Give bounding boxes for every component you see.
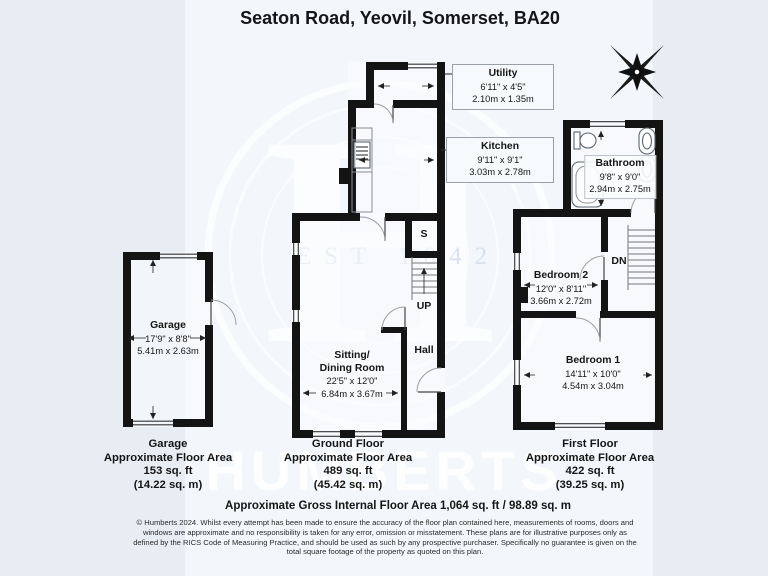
- utility-door: [373, 103, 394, 124]
- garage-area-summary: Garage Approximate Floor Area 153 sq. ft…: [103, 438, 233, 491]
- sitting-room-door: [381, 306, 406, 331]
- bedroom1-door: [575, 317, 601, 343]
- garage-dimension-arrows: [128, 260, 206, 419]
- stairs-down-label: DN: [611, 255, 627, 267]
- gross-internal-area: Approximate Gross Internal Floor Area 1,…: [225, 500, 571, 512]
- first-floor-area-summary: First Floor Approximate Floor Area 422 s…: [525, 438, 655, 491]
- stairs-up: [411, 257, 437, 300]
- compass-icon: [610, 45, 664, 99]
- garage-plan: [123, 252, 237, 427]
- stairs-down: [627, 225, 655, 290]
- disclaimer-text: © Humberts 2024. Whilst every attempt ha…: [133, 518, 637, 557]
- utility-label: Utility 6'11" x 4'5" 2.10m x 1.35m: [452, 64, 554, 110]
- kitchen-counter: [351, 127, 373, 213]
- hall-label: Hall: [414, 344, 434, 356]
- bathroom-label: Bathroom 9'8" x 9'0" 2.94m x 2.75m: [584, 155, 656, 199]
- kitchen-label: Kitchen 9'11" x 9'1" 3.03m x 2.78m: [446, 137, 554, 183]
- front-door: [416, 367, 442, 393]
- ground-floor-plan: [292, 62, 452, 438]
- first-floor-plan: [513, 120, 663, 430]
- sitting-dining-label: Sitting/ Dining Room 22'5" x 12'0" 6.84m…: [319, 350, 385, 399]
- first-dimension-arrows: [524, 131, 652, 378]
- garage-label: Garage 17'9" x 8'8" 5.41m x 2.63m: [137, 320, 199, 356]
- page-title: Seaton Road, Yeovil, Somerset, BA20: [240, 8, 560, 28]
- ground-floor-area-summary: Ground Floor Approximate Floor Area 489 …: [283, 438, 413, 491]
- kitchen-door: [359, 216, 386, 242]
- ground-dimension-arrows: [303, 83, 434, 396]
- storage-label: S: [420, 228, 428, 240]
- garage-door: [210, 299, 237, 326]
- toilet-icon: [573, 131, 597, 150]
- bedroom2-door: [579, 255, 605, 281]
- stairs-up-label: UP: [416, 300, 432, 312]
- bedroom2-label: Bedroom 2 12'0" x 8'11" 3.66m x 2.72m: [530, 270, 592, 306]
- watermark-brand-text: HUMBERTS: [205, 439, 563, 502]
- bedroom1-label: Bedroom 1 14'11" x 10'0" 4.54m x 3.04m: [562, 355, 624, 391]
- sink-icon: [638, 127, 656, 155]
